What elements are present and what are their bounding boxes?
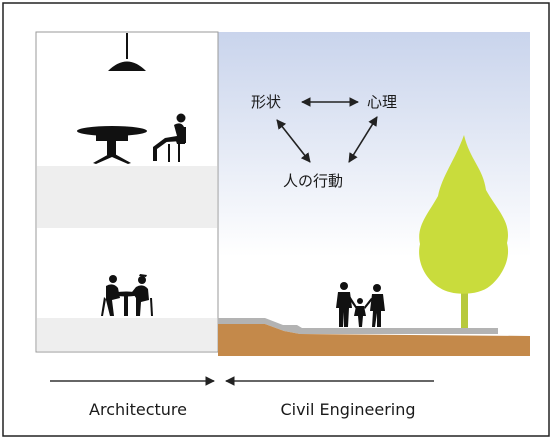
tree-icon — [419, 135, 509, 328]
ground-section — [218, 318, 530, 356]
dining-couple-icon — [101, 274, 153, 316]
building-section — [35, 31, 219, 353]
architecture-label: Architecture — [89, 400, 187, 419]
triangle-label-behavior: 人の行動 — [283, 172, 343, 190]
arrow-shape-behavior — [276, 119, 311, 163]
civil-engineering-label: Civil Engineering — [280, 400, 415, 419]
soil-layer — [218, 324, 530, 356]
pendant-lamp-icon — [108, 33, 146, 71]
family-icon — [336, 282, 385, 327]
seated-person-icon — [153, 113, 186, 162]
ground-floor-slab — [37, 318, 217, 351]
upper-floor-slab — [37, 166, 217, 228]
concept-triangle: 形状 心理 人の行動 — [251, 93, 397, 190]
table-icon — [77, 126, 147, 164]
domain-axis: Architecture Civil Engineering — [50, 376, 434, 419]
arrow-psychology-behavior — [348, 116, 378, 163]
triangle-label-psychology: 心理 — [367, 93, 397, 111]
pavement-strip — [218, 318, 498, 334]
triangle-label-shape: 形状 — [251, 93, 281, 111]
